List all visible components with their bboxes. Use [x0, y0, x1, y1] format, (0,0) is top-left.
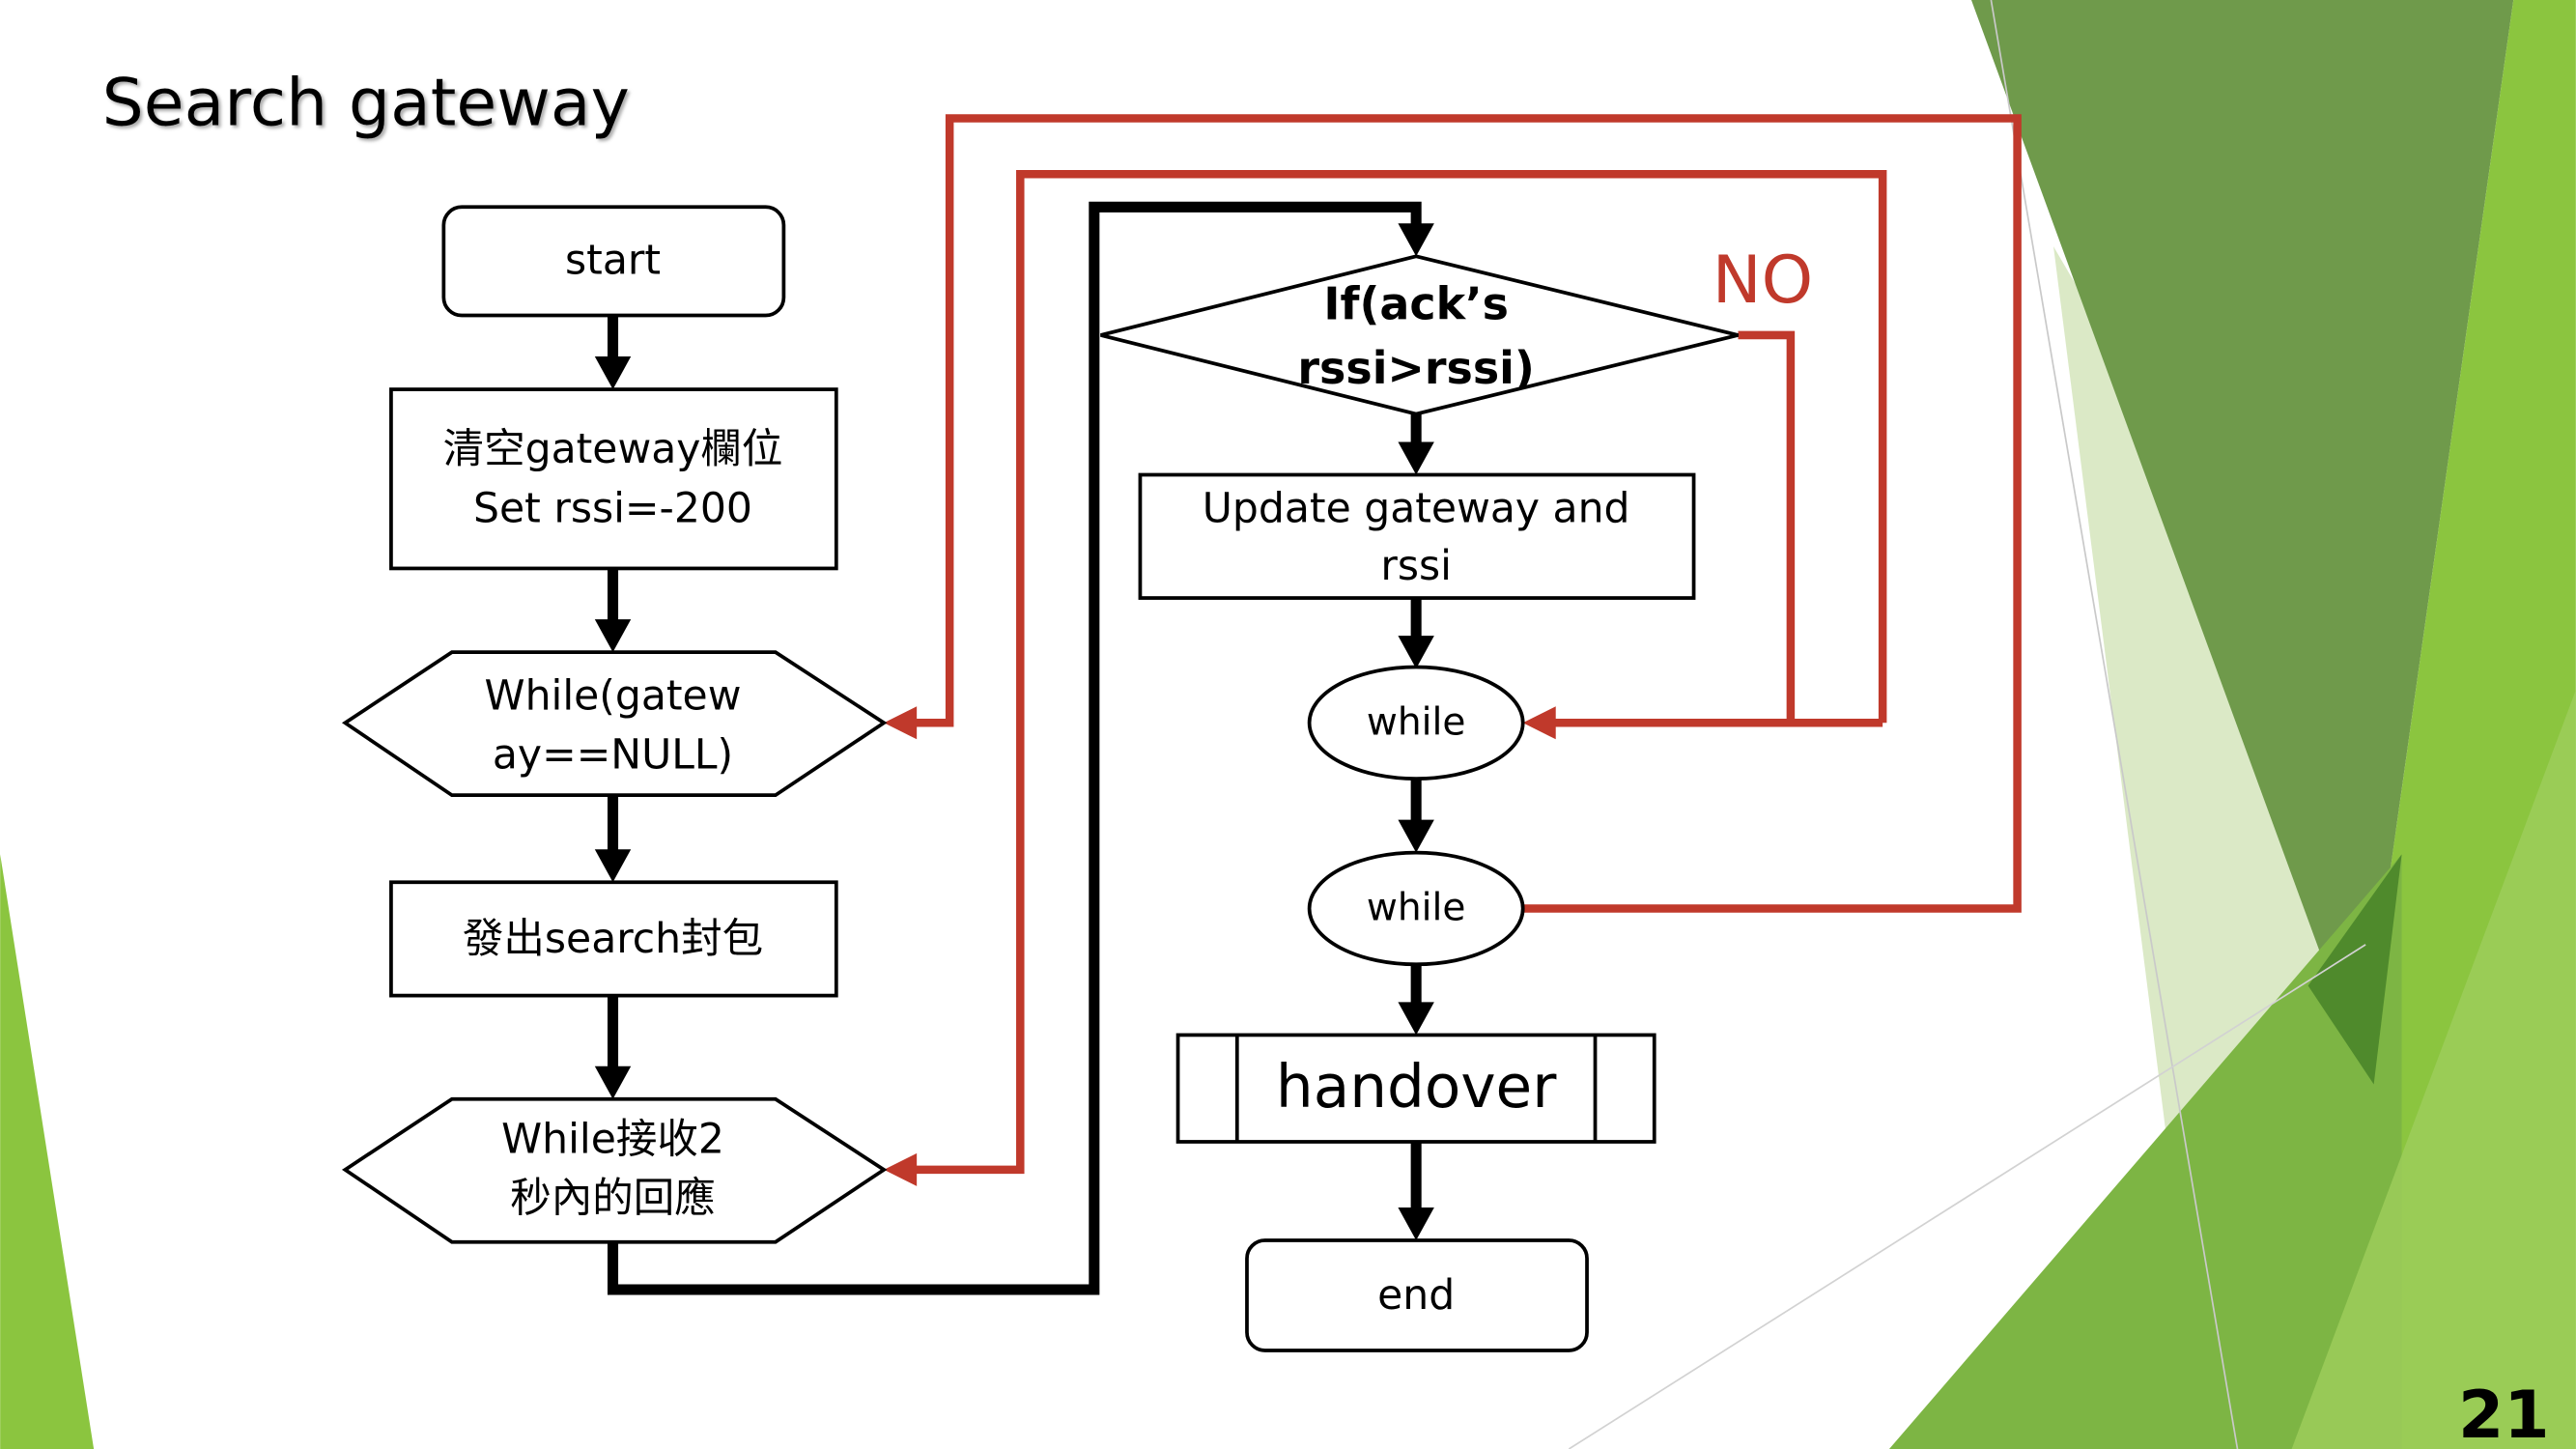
arrow-receive-to-if — [607, 201, 1422, 1295]
end-label: end — [1377, 1272, 1455, 1320]
while-outer-label: while — [1367, 887, 1466, 930]
while-gateway-line2: ay==NULL) — [493, 732, 733, 780]
red-loop-lines — [884, 114, 2022, 1186]
receive-loop-line — [913, 170, 1887, 1175]
accent-line-1 — [1990, 0, 2239, 1449]
arrowhead — [1398, 441, 1434, 475]
clear-label-line1: 清空gateway欄位 — [443, 426, 783, 473]
black-flow-arrows — [594, 201, 1434, 1295]
no-label: NO — [1713, 242, 1813, 319]
process-shape — [389, 880, 838, 998]
handover-label: handover — [1276, 1053, 1557, 1122]
outer-loop-line — [913, 114, 2022, 913]
node-send-search: 發出search封包 — [389, 880, 838, 998]
green-dark-facet — [1970, 0, 2514, 1068]
arrowhead — [594, 849, 632, 883]
process-shape — [1138, 472, 1696, 600]
node-clear-gateway: 清空gateway欄位 Set rssi=-200 — [389, 387, 838, 571]
send-search-label: 發出search封包 — [463, 916, 763, 963]
while-receive-line1: While接收2 — [501, 1116, 724, 1163]
receive-loop-arrowhead — [884, 1152, 918, 1186]
arrowhead — [1398, 819, 1434, 853]
update-line1: Update gateway and — [1203, 485, 1630, 532]
green-light-facet — [2291, 690, 2576, 1449]
node-while-receive: While接收2 秒內的回應 — [341, 1096, 888, 1244]
arrowhead — [594, 356, 632, 390]
predefined-process-shape — [1175, 1033, 1656, 1144]
while-inner-label: while — [1367, 701, 1466, 745]
inner-while-arrowhead — [1522, 706, 1556, 740]
slide-title: Search gateway — [102, 65, 630, 141]
clear-label-line2: Set rssi=-200 — [473, 485, 752, 532]
loop-ellipse-shape — [1307, 850, 1525, 967]
page-number: 21 — [2458, 1378, 2550, 1449]
outer-loop-arrowhead — [884, 706, 918, 740]
node-while-outer: while — [1307, 850, 1525, 967]
update-line2: rssi — [1380, 543, 1452, 590]
node-handover: handover — [1175, 1033, 1656, 1144]
node-update-gateway: Update gateway and rssi — [1138, 472, 1696, 600]
arrowhead — [1398, 1208, 1434, 1241]
start-label: start — [565, 238, 661, 285]
green-deep-sliver — [2307, 854, 2402, 1085]
terminator-shape — [441, 205, 786, 318]
process-shape — [389, 387, 838, 571]
arrowhead — [1398, 1002, 1434, 1036]
arrowhead — [1398, 223, 1434, 257]
node-while-gateway-null: While(gatew ay==NULL) — [341, 650, 888, 797]
if-line2: rssi>rssi) — [1297, 342, 1535, 394]
if-line1: If(ack’s — [1323, 278, 1509, 330]
node-while-inner: while — [1307, 665, 1525, 781]
node-start: start — [441, 205, 786, 318]
arrowhead — [594, 1065, 632, 1099]
loop-hexagon-shape — [341, 650, 888, 797]
loop-ellipse-shape — [1307, 665, 1525, 781]
loop-hexagon-shape — [341, 1096, 888, 1244]
node-end: end — [1245, 1238, 1589, 1352]
while-gateway-line1: While(gatew — [485, 672, 742, 720]
node-if-ack-rssi: If(ack’s rssi>rssi) — [1100, 254, 1739, 416]
while-receive-line2: 秒內的回應 — [510, 1176, 716, 1223]
no-branch-line — [1738, 330, 1796, 724]
arrowhead — [594, 619, 632, 653]
decision-diamond-shape — [1100, 254, 1739, 416]
arrowhead — [1398, 636, 1434, 669]
terminator-shape — [1245, 1238, 1589, 1352]
green-strip-left — [0, 854, 95, 1449]
accent-line-2 — [1568, 944, 2366, 1449]
